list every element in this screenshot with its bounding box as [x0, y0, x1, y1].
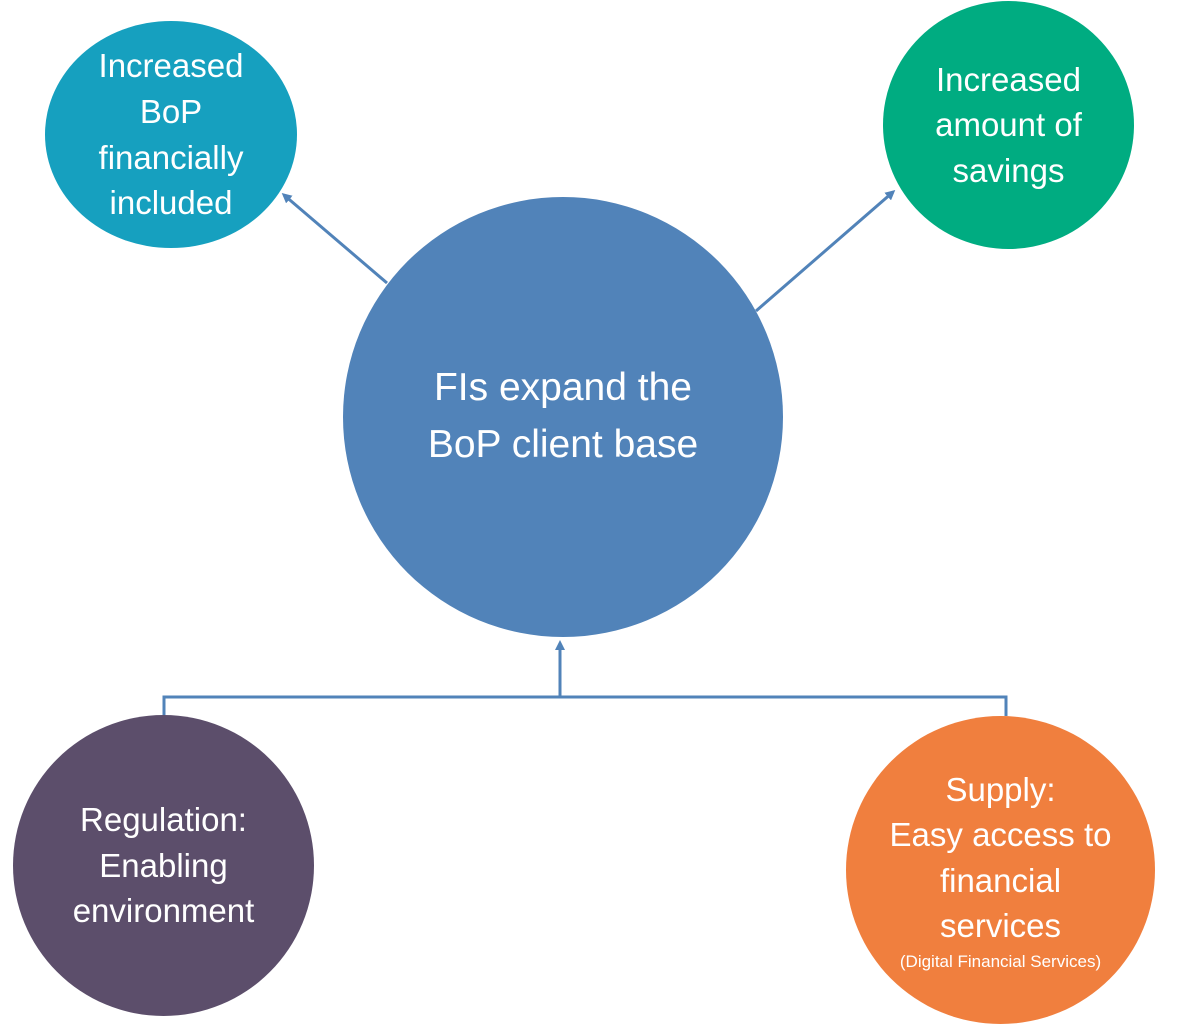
drivers-bracket [162, 695, 1008, 716]
driver-node-supply: Supply: Easy access to financial service… [846, 716, 1155, 1024]
outcome-node-savings: Increased amount of savings [883, 1, 1134, 249]
center-node: FIs expand the BoP client base [343, 197, 783, 637]
driver-node-label: Regulation: Enabling environment [72, 801, 255, 930]
driver-node-regulation: Regulation: Enabling environment [13, 715, 314, 1016]
arrow-to-financially-included [281, 193, 388, 285]
outcome-node-label: Increased amount of savings [935, 60, 1082, 189]
outcome-node-label: Increased BoP financially included [98, 47, 244, 222]
outcome-node-financially-included: Increased BoP financially included [45, 21, 297, 248]
center-node-label: FIs expand the BoP client base [427, 366, 699, 466]
driver-node-sublabel: (Digital Financial Services) [899, 952, 1102, 972]
driver-node-label: Supply: Easy access to financial service… [889, 770, 1112, 945]
arrow-to-savings [755, 190, 896, 313]
